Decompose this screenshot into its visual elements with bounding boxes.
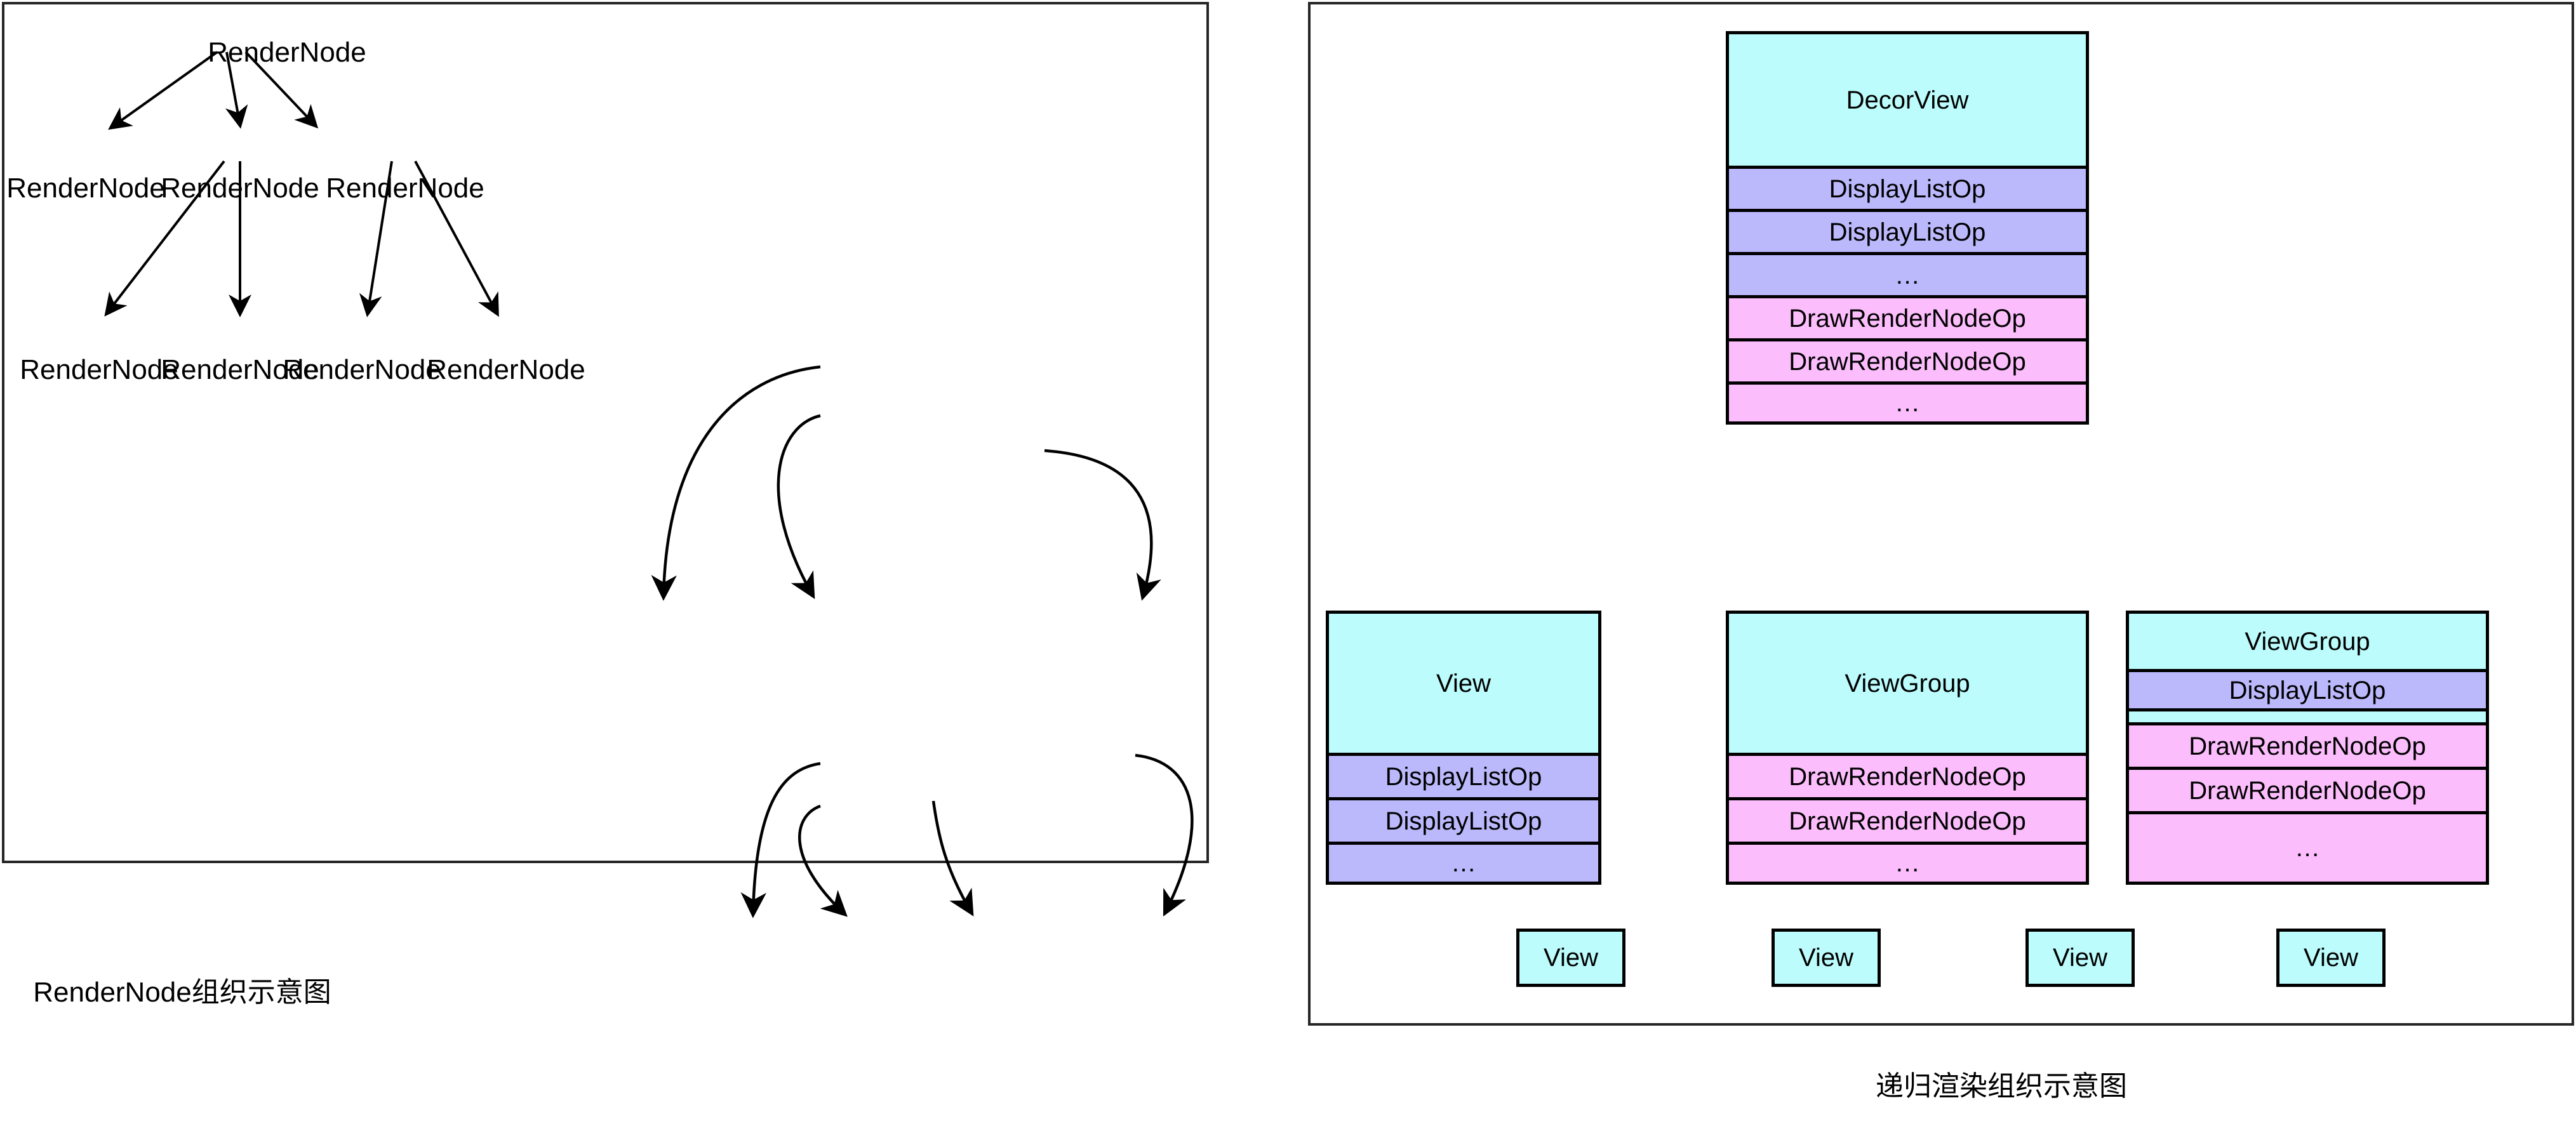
node-leaf-view-1[interactable]: View xyxy=(1516,929,1625,987)
viewgroup-right-row-dlop-1: DisplayListOp xyxy=(2129,672,2486,711)
decorview-row-drnop-2: DrawRenderNodeOp xyxy=(1729,341,2086,385)
tree-node-level3-0: RenderNode xyxy=(20,354,178,385)
tree-node-level3-2: RenderNode xyxy=(283,354,441,385)
viewgroup-right-title: ViewGroup xyxy=(2129,614,2486,672)
node-decorview[interactable]: DecorView DisplayListOp DisplayListOp … … xyxy=(1726,31,2089,425)
view-left-row-dlop-2: DisplayListOp xyxy=(1329,800,1598,845)
node-view-left[interactable]: View DisplayListOp DisplayListOp … xyxy=(1326,611,1601,885)
viewgroup-mid-row-drnop-more: … xyxy=(1729,845,2086,882)
tree-node-level2-1: RenderNode xyxy=(161,173,319,204)
decorview-row-drnop-more: … xyxy=(1729,385,2086,421)
tree-node-level3-3: RenderNode xyxy=(427,354,585,385)
viewgroup-mid-row-drnop-1: DrawRenderNodeOp xyxy=(1729,756,2086,800)
viewgroup-mid-row-drnop-2: DrawRenderNodeOp xyxy=(1729,800,2086,845)
tree-node-level2-2: RenderNode xyxy=(326,173,484,204)
viewgroup-right-row-drnop-2: DrawRenderNodeOp xyxy=(2129,770,2486,814)
viewgroup-right-row-drnop-more: … xyxy=(2129,814,2486,882)
tree-node-level2-0: RenderNode xyxy=(6,173,165,204)
node-viewgroup-mid[interactable]: ViewGroup DrawRenderNodeOp DrawRenderNod… xyxy=(1726,611,2089,885)
decorview-row-dlop-2: DisplayListOp xyxy=(1729,212,2086,255)
node-leaf-view-3[interactable]: View xyxy=(2025,929,2135,987)
viewgroup-right-row-spacer xyxy=(2129,711,2486,725)
tree-node-level3-1: RenderNode xyxy=(161,354,319,385)
decorview-row-dlop-more: … xyxy=(1729,255,2086,298)
node-leaf-view-2[interactable]: View xyxy=(1772,929,1881,987)
viewgroup-mid-title: ViewGroup xyxy=(1729,614,2086,756)
rendernode-tree-panel xyxy=(2,2,1209,863)
right-panel-caption: 递归渲染组织示意图 xyxy=(1876,1071,2127,1102)
view-left-row-dlop-more: … xyxy=(1329,845,1598,882)
tree-node-root: RenderNode xyxy=(208,37,366,68)
node-viewgroup-right[interactable]: ViewGroup DisplayListOp DrawRenderNodeOp… xyxy=(2126,611,2489,885)
node-leaf-view-4[interactable]: View xyxy=(2276,929,2386,987)
view-left-row-dlop-1: DisplayListOp xyxy=(1329,756,1598,800)
decorview-row-drnop-1: DrawRenderNodeOp xyxy=(1729,298,2086,341)
decorview-title: DecorView xyxy=(1729,34,2086,169)
left-panel-caption: RenderNode组织示意图 xyxy=(33,977,331,1008)
decorview-row-dlop-1: DisplayListOp xyxy=(1729,169,2086,212)
view-left-title: View xyxy=(1329,614,1598,756)
viewgroup-right-row-drnop-1: DrawRenderNodeOp xyxy=(2129,725,2486,770)
